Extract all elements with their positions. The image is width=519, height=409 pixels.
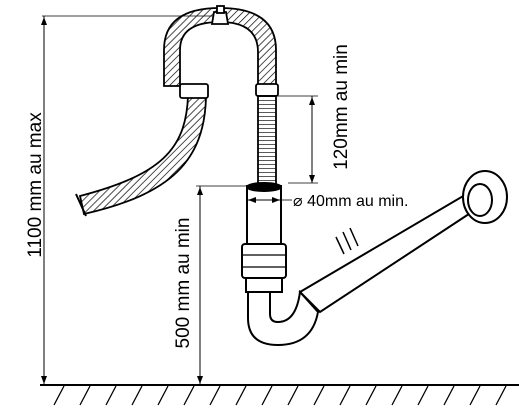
hook-length-dimension: 120mm au min: [270, 44, 352, 184]
max-height-label: 1100 mm au max: [25, 112, 46, 258]
hook-length-label: 120mm au min: [331, 44, 352, 170]
floor: [40, 384, 519, 406]
standpipe-siphon: [241, 170, 508, 347]
max-height-dimension: 1100 mm au max: [25, 15, 225, 384]
diameter-dimension: ⌀ 40mm au min.: [248, 193, 408, 210]
min-height-dimension: 500 mm au min: [173, 185, 256, 384]
drain-hose: [75, 5, 279, 217]
min-height-label: 500 mm au min: [173, 218, 194, 349]
diameter-label: ⌀ 40mm au min.: [293, 193, 408, 210]
